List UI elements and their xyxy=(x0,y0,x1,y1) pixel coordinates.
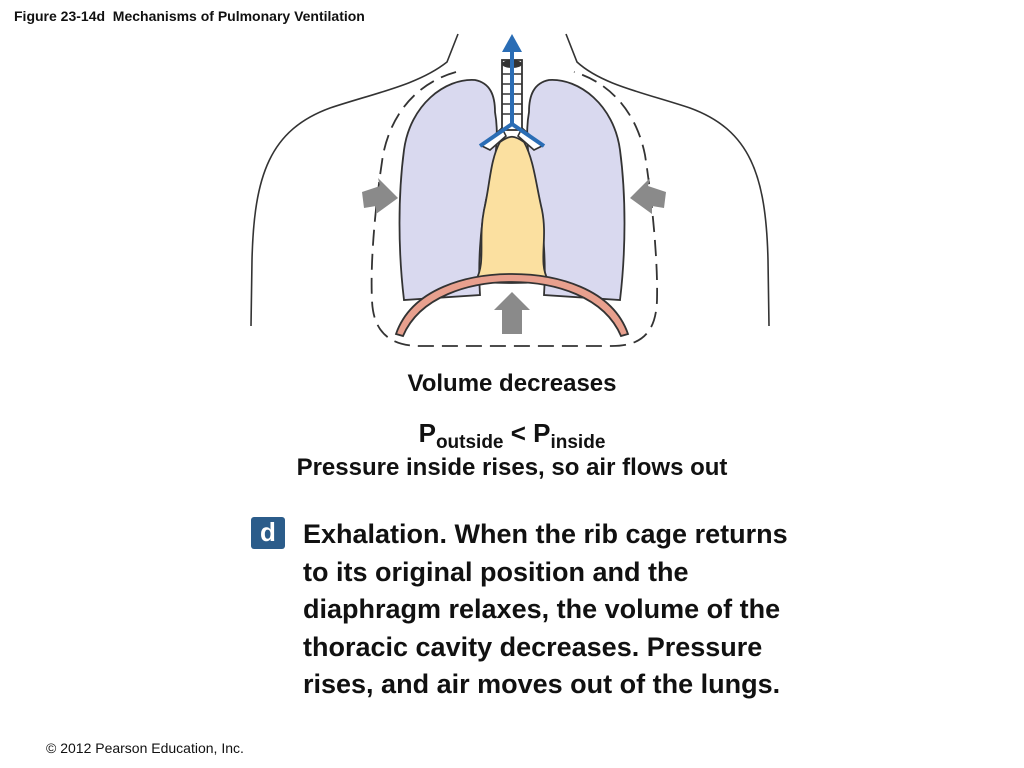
panel-badge: d xyxy=(251,517,285,549)
p-outside-subscript: outside xyxy=(435,432,504,453)
torso-outline xyxy=(250,33,459,327)
p-inside-subscript: inside xyxy=(550,432,606,453)
thoracic-cavity-dashed-outline xyxy=(370,71,659,347)
torso-outline-right xyxy=(565,33,770,327)
relation-symbol: < xyxy=(503,418,534,448)
diaphragm xyxy=(394,273,630,338)
volume-label: Volume decreases xyxy=(407,370,617,397)
arrow-up-block-icon xyxy=(494,292,530,334)
air-flow-out-arrow xyxy=(478,34,546,148)
arrow-inward-icon xyxy=(362,178,398,214)
figure-title: Figure 23-14d Mechanisms of Pulmonary Ve… xyxy=(14,8,365,24)
p-letter-2: P xyxy=(533,418,551,448)
pressure-statement: Pressure inside rises, so air flows out xyxy=(296,454,728,481)
pressure-relation: Poutside < Pinside xyxy=(312,418,712,458)
copyright: © 2012 Pearson Education, Inc. xyxy=(46,740,244,756)
p-letter: P xyxy=(418,418,436,448)
caption-text: Exhalation. When the rib cage returns to… xyxy=(303,519,788,699)
arrow-inward-icon xyxy=(630,178,666,214)
